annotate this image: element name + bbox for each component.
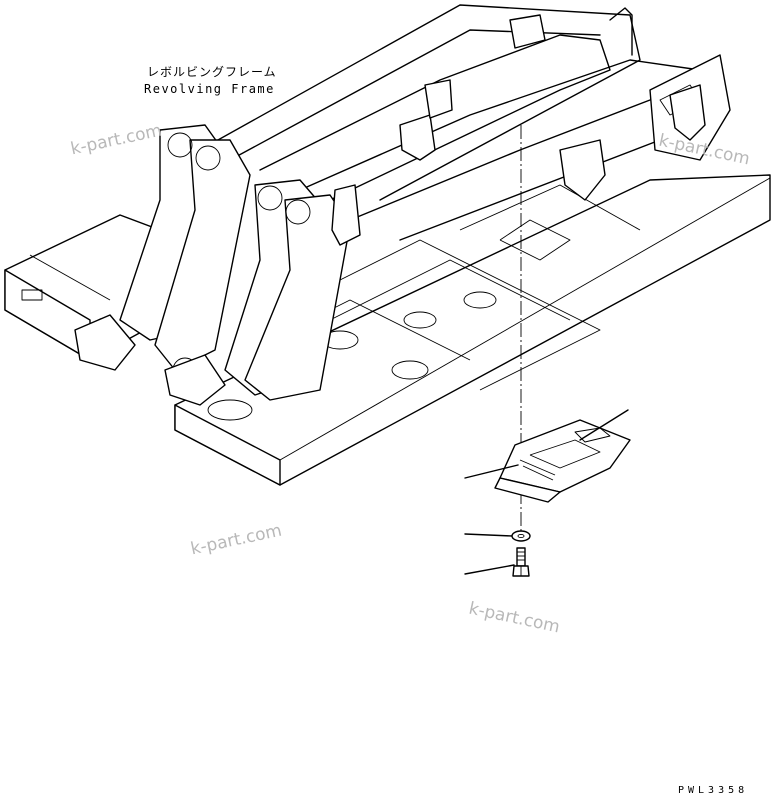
drawing-code: PWL3358 [678,785,749,796]
leader-lines [464,409,629,575]
revolving-frame-label-ja: レボルビングフレーム [147,65,277,79]
revolving-frame-icon [4,4,771,486]
washer-icon [511,530,531,542]
revolving-frame-label-en: Revolving Frame [144,82,275,96]
bolt-icon [512,547,530,577]
cover-plate-icon [494,419,631,503]
